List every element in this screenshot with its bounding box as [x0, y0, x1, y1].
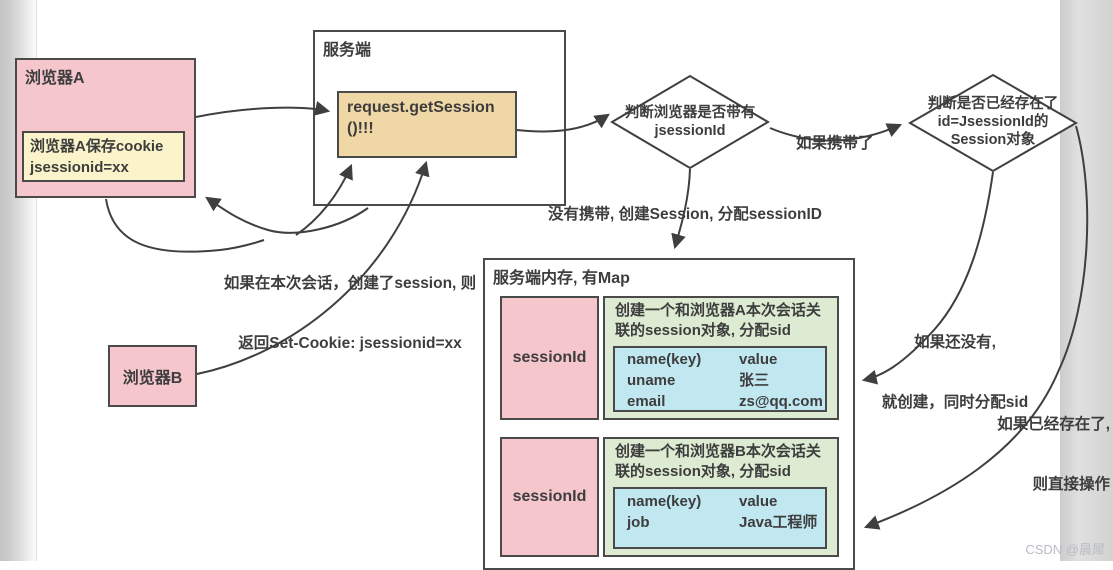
session-entry-2-key: sessionId	[500, 437, 599, 557]
session-entry-2-desc-box: 创建一个和浏览器B本次会话关联的session对象, 分配sid name(ke…	[603, 437, 839, 557]
table-row: name(key) value	[627, 351, 778, 368]
browser-a-cookie-box: 浏览器A保存cookie jsessionid=xx	[22, 131, 185, 182]
request-getsession-box: request.getSession()!!!	[337, 91, 517, 158]
session-entry-2-table: name(key) value job Java工程师	[613, 487, 827, 549]
table-row: name(key) value	[627, 493, 778, 510]
label-set-cookie: 如果在本次会话，创建了session, 则 返回Set-Cookie: jses…	[223, 275, 477, 352]
browser-a-box: 浏览器A 浏览器A保存cookie jsessionid=xx	[15, 58, 196, 198]
session-entry-1-key: sessionId	[500, 296, 599, 420]
label-not-carried: 没有携带, 创建Session, 分配sessionID	[548, 206, 822, 223]
browser-a-cookie-line1: 浏览器A保存cookie	[30, 138, 164, 155]
session-entry-1-table: name(key) value uname 张三 email zs@qq.com	[613, 346, 827, 412]
decision1-text: 判断浏览器是否带有 jsessionId	[624, 105, 756, 139]
server-title: 服务端	[323, 42, 372, 59]
decision2-text: 判断是否已经存在了 id=JsessionId的 Session对象	[927, 96, 1059, 148]
label-exist: 如果已经存在了, 则直接操作	[997, 416, 1110, 493]
server-memory-box: 服务端内存, 有Map sessionId 创建一个和浏览器A本次会话关联的se…	[483, 258, 855, 570]
csdn-watermark: CSDN @晨犀	[1025, 542, 1105, 557]
table-row: uname 张三	[627, 372, 770, 389]
session-entry-2-desc: 创建一个和浏览器B本次会话关联的session对象, 分配sid	[615, 443, 821, 480]
table-row: email zs@qq.com	[627, 393, 823, 410]
browser-a-title: 浏览器A	[25, 70, 85, 87]
arrow-browsera-to-server	[195, 101, 331, 118]
server-memory-title: 服务端内存, 有Map	[493, 270, 630, 287]
label-not-exist: 如果还没有, 就创建，同时分配sid	[881, 334, 1029, 411]
browser-a-cookie-line2: jsessionid=xx	[30, 159, 129, 176]
server-box: 服务端 request.getSession()!!!	[313, 30, 566, 206]
browser-b-box: 浏览器B	[108, 345, 197, 407]
session-entry-1-desc: 创建一个和浏览器A本次会话关联的session对象, 分配sid	[615, 302, 821, 339]
label-carried: 如果携带了	[796, 135, 874, 152]
table-row: job Java工程师	[627, 514, 818, 531]
session-entry-1-desc-box: 创建一个和浏览器A本次会话关联的session对象, 分配sid name(ke…	[603, 296, 839, 420]
